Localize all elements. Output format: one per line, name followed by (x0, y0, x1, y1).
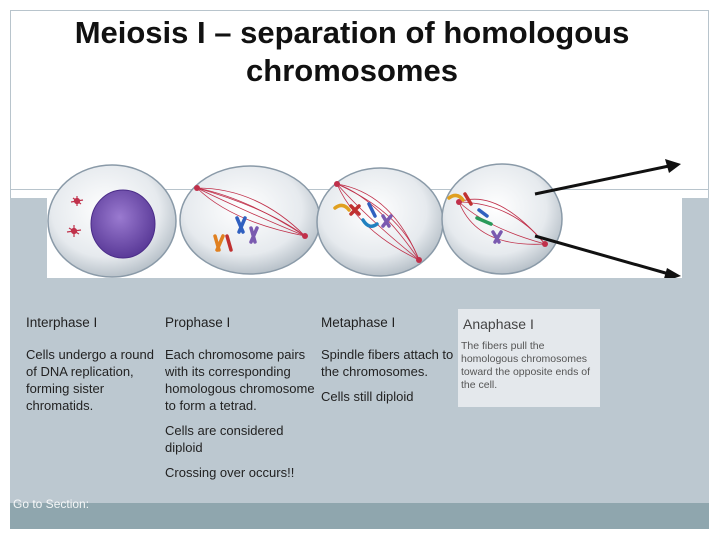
spindle-pole-right (542, 241, 548, 247)
tetrad-chromosomes (213, 216, 259, 252)
stage-note: Cells still diploid (321, 389, 414, 404)
spindle-fibers (196, 187, 306, 237)
footer-bar (10, 503, 709, 529)
spindle-pole-right (416, 257, 422, 263)
spindle-pole-left (194, 185, 200, 191)
stage-heading: Metaphase I (321, 315, 396, 330)
prophase-cell (179, 165, 321, 275)
interphase-cell (47, 164, 177, 278)
separation-arrows (534, 159, 681, 278)
separating-chromosomes (447, 192, 503, 244)
interphase-column: Interphase I Cells undergo a round of DN… (26, 314, 154, 422)
spindle-pole-left (334, 181, 340, 187)
stage-description: Each chromosome pairs with its correspon… (165, 347, 315, 413)
arrow-head-up-icon (665, 159, 681, 173)
metaphase-cell (316, 167, 444, 277)
go-to-section-link[interactable]: Go to Section: (13, 497, 90, 511)
spindle-pole-right (302, 233, 308, 239)
slide-title: Meiosis I – separation of homologous chr… (74, 15, 630, 88)
centrosome-bottom (66, 225, 82, 237)
stage-heading: Anaphase I (463, 316, 534, 332)
spindle-pole-left (456, 199, 462, 205)
stage-note: Cells are considered diploid (165, 423, 284, 455)
stage-note: Crossing over occurs!! (165, 465, 295, 480)
centrosome-top (70, 196, 84, 206)
meiosis-illustration (47, 159, 682, 278)
nucleus (90, 189, 156, 259)
stage-description: Spindle fibers attach to the chromosomes… (321, 347, 454, 379)
prophase-column: Prophase I Each chromosome pairs with it… (165, 314, 315, 489)
aligned-chromosomes (333, 202, 393, 228)
stage-heading: Interphase I (26, 315, 98, 330)
arrow-head-down-icon (664, 268, 681, 278)
stage-description: Cells undergo a round of DNA replication… (26, 347, 154, 413)
metaphase-column: Metaphase I Spindle fibers attach to the… (321, 314, 457, 413)
stage-description: The fibers pull the homologous chromosom… (461, 340, 591, 391)
anaphase-cell (441, 163, 563, 275)
anaphase-column: Anaphase I The fibers pull the homologou… (458, 309, 600, 407)
stage-heading: Prophase I (165, 315, 231, 330)
